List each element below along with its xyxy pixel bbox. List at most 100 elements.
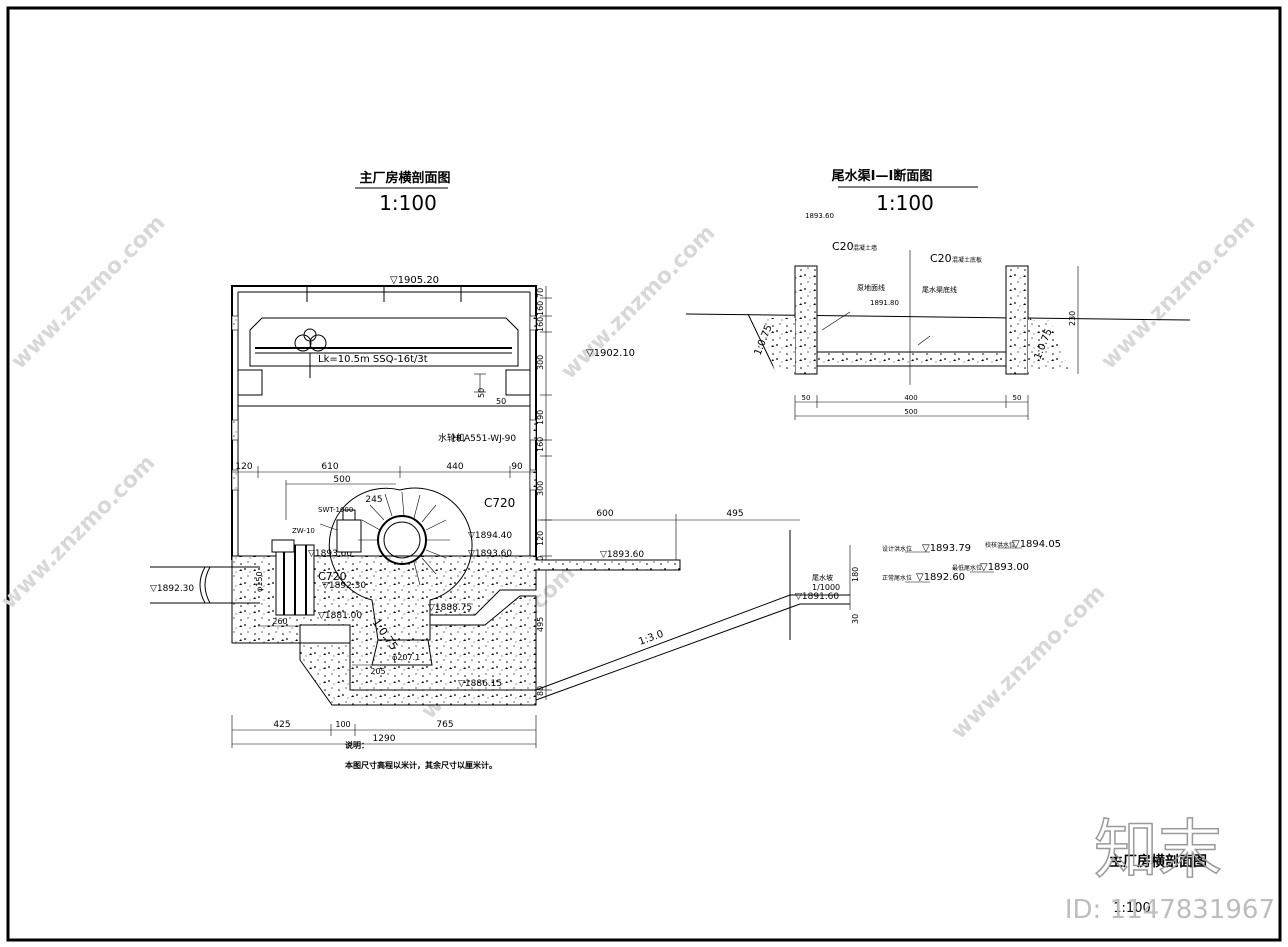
tail-c20-1-sub: 混凝土墙 bbox=[853, 244, 877, 252]
tail-dim-2: 50 bbox=[1013, 394, 1022, 402]
level-label-3: 正常尾水位 bbox=[882, 574, 912, 582]
diameter-1: φ150 bbox=[255, 571, 264, 592]
elev-draft-top: ▽1888.75 bbox=[428, 603, 472, 613]
generator bbox=[319, 509, 362, 553]
tail-ground-label: 原地面线 bbox=[857, 283, 885, 292]
dim-260: 260 bbox=[272, 617, 287, 626]
dim-600: 600 bbox=[596, 509, 613, 519]
dim-bottom-1: 100 bbox=[335, 720, 350, 729]
bottom-scale: 1:100 bbox=[1113, 901, 1150, 916]
generator-label: SWT-1000 bbox=[318, 506, 353, 514]
dim-top-0: 120 bbox=[235, 462, 252, 472]
inlet-pipe bbox=[150, 566, 260, 604]
pump-label: ZW-10 bbox=[292, 527, 315, 535]
watermark-site-3: www.znzmo.com bbox=[1097, 210, 1261, 374]
concrete-grade-1: C720 bbox=[484, 496, 515, 510]
top-dimension-line bbox=[232, 466, 536, 520]
dim-30: 30 bbox=[851, 614, 860, 624]
rdim-4: 190 bbox=[536, 410, 545, 425]
dim-50-horizontal: 50 bbox=[496, 397, 506, 406]
dim-500: 500 bbox=[333, 475, 350, 485]
drawing-frame bbox=[6, 6, 1282, 942]
level-3: ▽1892.60 bbox=[916, 572, 965, 583]
tail-water-levels bbox=[905, 547, 1022, 583]
watermarks: www.znzmo.com www.znzmo.com www.znzmo.co… bbox=[0, 210, 1260, 744]
turbine-label: HLA551-WJ-90 bbox=[452, 434, 516, 444]
rdim-9: 495 bbox=[536, 617, 545, 632]
tail-bed-label: 尾水渠底线 bbox=[922, 285, 957, 294]
note-title: 说明： bbox=[345, 740, 369, 750]
elev-floor-mid: ▽1893.60 bbox=[468, 549, 512, 559]
tail-elev-top: 1893.60 bbox=[805, 212, 834, 220]
tail-dim-1: 400 bbox=[904, 394, 917, 402]
rdim-1: 160 bbox=[536, 301, 545, 316]
elev-gen-floor: ▽1894.40 bbox=[468, 531, 512, 541]
dim-top-1: 610 bbox=[321, 462, 338, 472]
elev-draft-low: ▽1881.00 bbox=[318, 611, 362, 621]
main-section-scale: 1:100 bbox=[379, 191, 437, 215]
tail-section-scale: 1:100 bbox=[876, 191, 934, 215]
dim-top-3: 90 bbox=[511, 462, 523, 472]
elev-inlet-left: ▽1892.30 bbox=[150, 584, 194, 594]
elev-inlet: ▽1892.30 bbox=[322, 581, 366, 591]
tail-c20-1: C20 bbox=[832, 240, 854, 253]
main-section-title: 主厂房横剖面图 bbox=[359, 170, 450, 186]
level-label-2: 校核洪水位 bbox=[985, 541, 1015, 549]
elev-crane-rail: ▽1902.10 bbox=[586, 348, 635, 359]
tail-dim-0: 50 bbox=[802, 394, 811, 402]
tail-gradient-label: 尾水坡 bbox=[812, 573, 833, 582]
tail-channel bbox=[685, 250, 1191, 385]
concrete-grade-2: C720 bbox=[318, 570, 347, 583]
dim-bottom-0: 425 bbox=[273, 720, 290, 730]
spiral-case bbox=[328, 487, 473, 666]
rdim-7: 120 bbox=[536, 531, 545, 546]
dim-top-2: 440 bbox=[446, 462, 463, 472]
elev-tail-bed: ▽1891.60 bbox=[795, 592, 839, 602]
id-text: ID: 1147831967 bbox=[1065, 895, 1275, 925]
rdim-10: 80 bbox=[536, 686, 545, 696]
watermark-site-6: www.znzmo.com bbox=[947, 580, 1111, 744]
bottom-caption: 主厂房横剖面图 bbox=[1109, 853, 1207, 870]
tail-elev-mid: 1891.80 bbox=[870, 299, 899, 307]
elev-bottom: ▽1886.15 bbox=[458, 679, 502, 689]
watermark-site-1: www.znzmo.com bbox=[7, 210, 171, 374]
elev-roof: ▽1905.20 bbox=[390, 275, 439, 286]
tail-gradient: 1/1000 bbox=[812, 583, 840, 592]
level-1: ▽1893.79 bbox=[922, 543, 971, 554]
tail-dim-lines bbox=[794, 395, 1029, 420]
rdim-6: 300 bbox=[536, 481, 545, 496]
dim-total: 1290 bbox=[373, 734, 396, 744]
dim-180: 180 bbox=[851, 567, 860, 582]
level-label-1: 设计洪水位 bbox=[882, 545, 912, 553]
tail-c20-2-sub: 混凝土底板 bbox=[952, 256, 982, 264]
dim-245: 245 bbox=[365, 495, 382, 505]
tail-height: 230 bbox=[1068, 311, 1077, 326]
foundation-lower bbox=[299, 642, 537, 706]
inlet-valve bbox=[271, 539, 315, 616]
dim-495: 495 bbox=[726, 509, 743, 519]
rdim-3: 300 bbox=[536, 355, 545, 370]
rdim-2: 160 bbox=[536, 317, 545, 332]
turbine-prefix: 水轮机 bbox=[438, 432, 465, 444]
bottom-dimension-line bbox=[231, 715, 537, 748]
rdim-0: 70 bbox=[536, 288, 545, 298]
watermark-site-2: www.znzmo.com bbox=[557, 220, 721, 384]
tail-c20-2: C20 bbox=[930, 252, 952, 265]
level-4: ▽1893.00 bbox=[980, 562, 1029, 573]
brand-logo: 知末 bbox=[1094, 814, 1222, 888]
crane-label: Lk=10.5m SSQ-16t/3t bbox=[318, 354, 428, 365]
dim-50-vertical: 50 bbox=[477, 388, 486, 398]
tail-total: 500 bbox=[904, 408, 917, 416]
tailrace-slope bbox=[535, 594, 850, 701]
diameter-2: φ207.1 bbox=[392, 653, 420, 662]
note-text: 本图尺寸高程以米计，其余尺寸以厘米计。 bbox=[344, 760, 497, 770]
foundation-concrete bbox=[231, 555, 681, 691]
level-label-4: 最低尾水位 bbox=[952, 564, 982, 572]
tailrace-slope-label: 1:3.0 bbox=[637, 629, 665, 648]
watermark-site-4: www.znzmo.com bbox=[0, 450, 160, 614]
level-2: ▽1894.05 bbox=[1012, 539, 1061, 550]
powerhouse-structure bbox=[231, 285, 537, 560]
rdim-5: 160 bbox=[536, 437, 545, 452]
